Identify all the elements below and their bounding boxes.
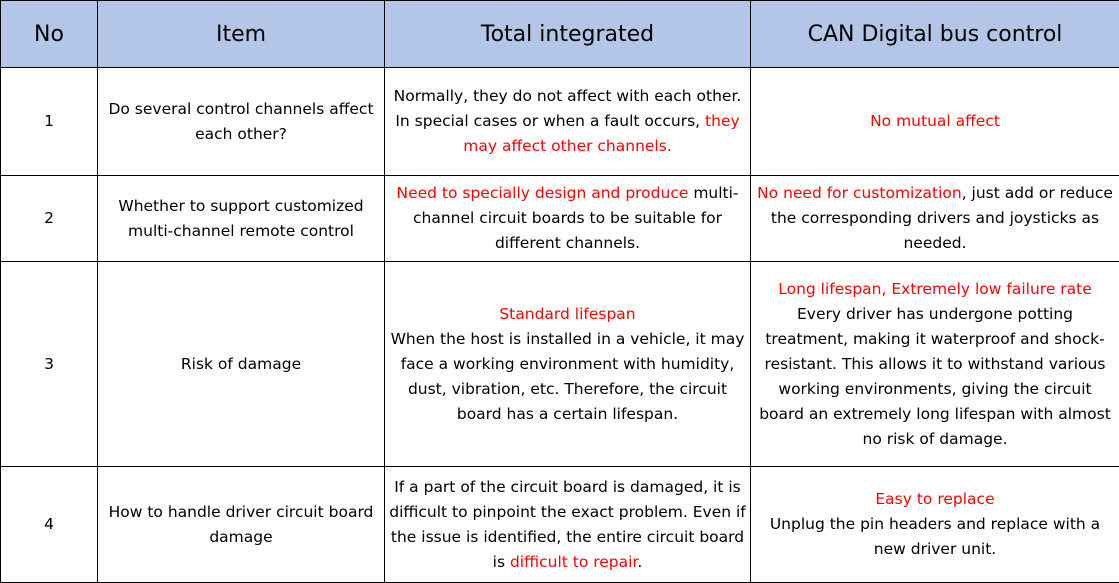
total-highlight: Need to specially design and produce [396, 184, 688, 202]
total-highlight: Standard lifespan [388, 302, 747, 327]
row-can-cell: No mutual affect [751, 68, 1119, 176]
row-can-cell: No need for customization, just add or r… [751, 176, 1119, 262]
row-number: 1 [1, 68, 98, 176]
row-item: How to handle driver circuit board damag… [98, 467, 385, 583]
row-can-cell: Long lifespan, Extremely low failure rat… [751, 262, 1119, 467]
can-highlight: No need for customization [757, 184, 962, 202]
header-total-integrated: Total integrated [385, 1, 751, 68]
row-number: 3 [1, 262, 98, 467]
table-row: 2 Whether to support customized multi-ch… [1, 176, 1119, 262]
table-row: 4 How to handle driver circuit board dam… [1, 467, 1119, 583]
row-total-cell: Standard lifespan When the host is insta… [385, 262, 751, 467]
table-row: 3 Risk of damage Standard lifespan When … [1, 262, 1119, 467]
row-item: Risk of damage [98, 262, 385, 467]
row-can-cell: Easy to replace Unplug the pin headers a… [751, 467, 1119, 583]
header-item: Item [98, 1, 385, 68]
row-total-cell: Need to specially design and produce mul… [385, 176, 751, 262]
can-text: Unplug the pin headers and replace with … [770, 515, 1100, 558]
can-highlight: Long lifespan, Extremely low failure rat… [754, 277, 1116, 302]
total-text: In special cases or when a fault occurs, [395, 112, 705, 130]
header-can-bus-control: CAN Digital bus control [751, 1, 1119, 68]
row-number: 4 [1, 467, 98, 583]
can-text: Every driver has undergone potting treat… [759, 305, 1111, 448]
header-row: No Item Total integrated CAN Digital bus… [1, 1, 1119, 68]
row-number: 2 [1, 176, 98, 262]
total-text: Normally, they do not affect with each o… [388, 84, 747, 109]
total-text: When the host is installed in a vehicle,… [391, 330, 745, 423]
can-highlight: Easy to replace [754, 487, 1116, 512]
row-item: Whether to support customized multi-chan… [98, 176, 385, 262]
header-no: No [1, 1, 98, 68]
table-row: 1 Do several control channels affect eac… [1, 68, 1119, 176]
can-highlight: No mutual affect [870, 112, 1000, 130]
row-total-cell: If a part of the circuit board is damage… [385, 467, 751, 583]
total-highlight: difficult to repair [510, 553, 637, 571]
row-total-cell: Normally, they do not affect with each o… [385, 68, 751, 176]
total-text-end: . [637, 553, 642, 571]
row-item: Do several control channels affect each … [98, 68, 385, 176]
